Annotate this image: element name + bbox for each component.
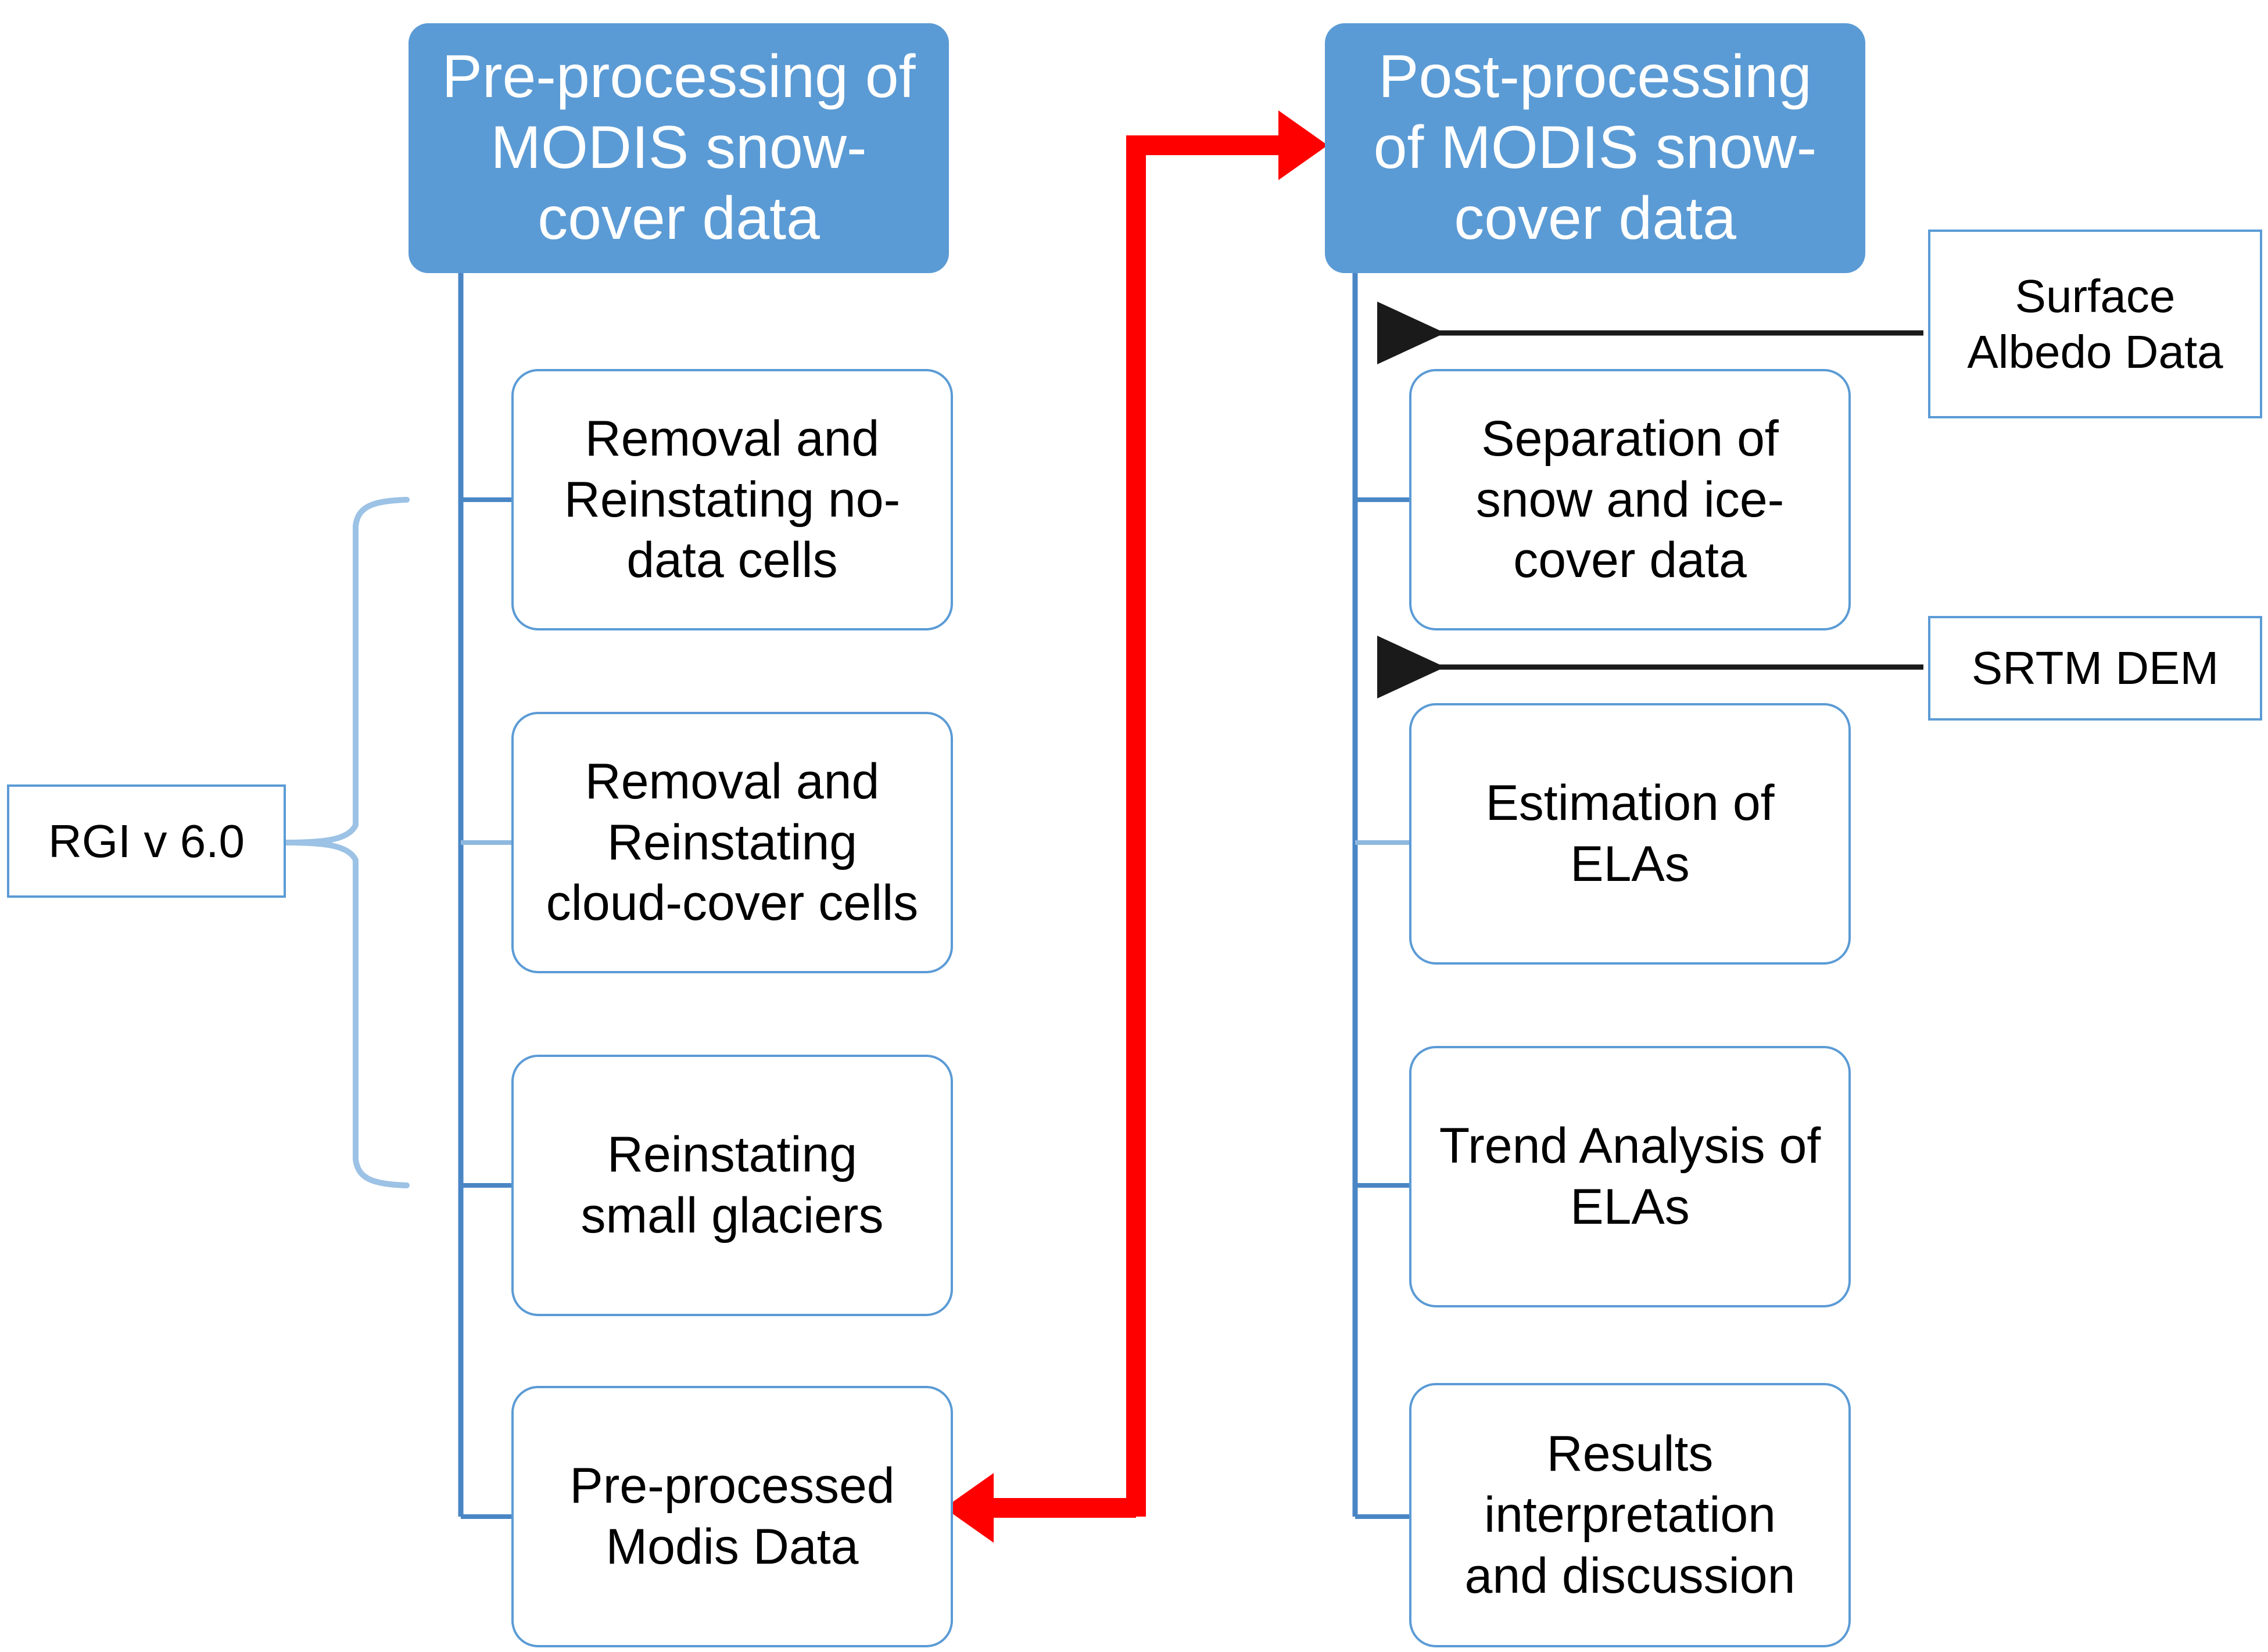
input-rgi-label: RGI v 6.0: [48, 815, 245, 867]
step-removal-cloud[interactable]: Removal and Reinstating cloud-cover cell…: [511, 712, 953, 973]
step-removal-cloud-label: Removal and Reinstating cloud-cover cell…: [546, 753, 919, 931]
input-srtm-dem[interactable]: SRTM DEM: [1928, 616, 2262, 721]
step-pre-processed-modis[interactable]: Pre-processed Modis Data: [511, 1386, 953, 1647]
input-surface-albedo[interactable]: Surface Albedo Data: [1928, 230, 2262, 418]
header-post-processing[interactable]: Post-processing of MODIS snow- cover dat…: [1325, 23, 1865, 273]
header-post-processing-label: Post-processing of MODIS snow- cover dat…: [1373, 43, 1817, 252]
header-pre-processing[interactable]: Pre-processing of MODIS snow- cover data: [409, 23, 949, 273]
rgi-curly-brace-connector: [283, 497, 410, 1188]
main-flow-red-arrow: [944, 110, 1328, 1543]
step-separation-snow-ice-label: Separation of snow and ice- cover data: [1475, 410, 1785, 589]
step-results-interpretation[interactable]: Results interpretation and discussion: [1409, 1383, 1851, 1647]
step-estimation-elas[interactable]: Estimation of ELAs: [1409, 703, 1851, 965]
step-estimation-elas-label: Estimation of ELAs: [1485, 775, 1775, 892]
step-removal-nodata-label: Removal and Reinstating no- data cells: [564, 410, 901, 589]
input-rgi[interactable]: RGI v 6.0: [7, 784, 286, 898]
input-surface-albedo-label: Surface Albedo Data: [1967, 270, 2223, 378]
right-trunk: [1352, 273, 1418, 1519]
step-trend-analysis-elas-label: Trend Analysis of ELAs: [1439, 1118, 1821, 1235]
step-reinstating-glaciers[interactable]: Reinstating small glaciers: [511, 1055, 953, 1316]
step-reinstating-glaciers-label: Reinstating small glaciers: [581, 1127, 884, 1244]
step-results-interpretation-label: Results interpretation and discussion: [1464, 1426, 1796, 1604]
input-srtm-dem-label: SRTM DEM: [1971, 642, 2219, 694]
step-pre-processed-modis-label: Pre-processed Modis Data: [569, 1458, 895, 1575]
step-removal-nodata[interactable]: Removal and Reinstating no- data cells: [511, 369, 953, 630]
header-pre-processing-label: Pre-processing of MODIS snow- cover data: [442, 43, 916, 252]
step-trend-analysis-elas[interactable]: Trend Analysis of ELAs: [1409, 1046, 1851, 1307]
step-separation-snow-ice[interactable]: Separation of snow and ice- cover data: [1409, 369, 1851, 630]
